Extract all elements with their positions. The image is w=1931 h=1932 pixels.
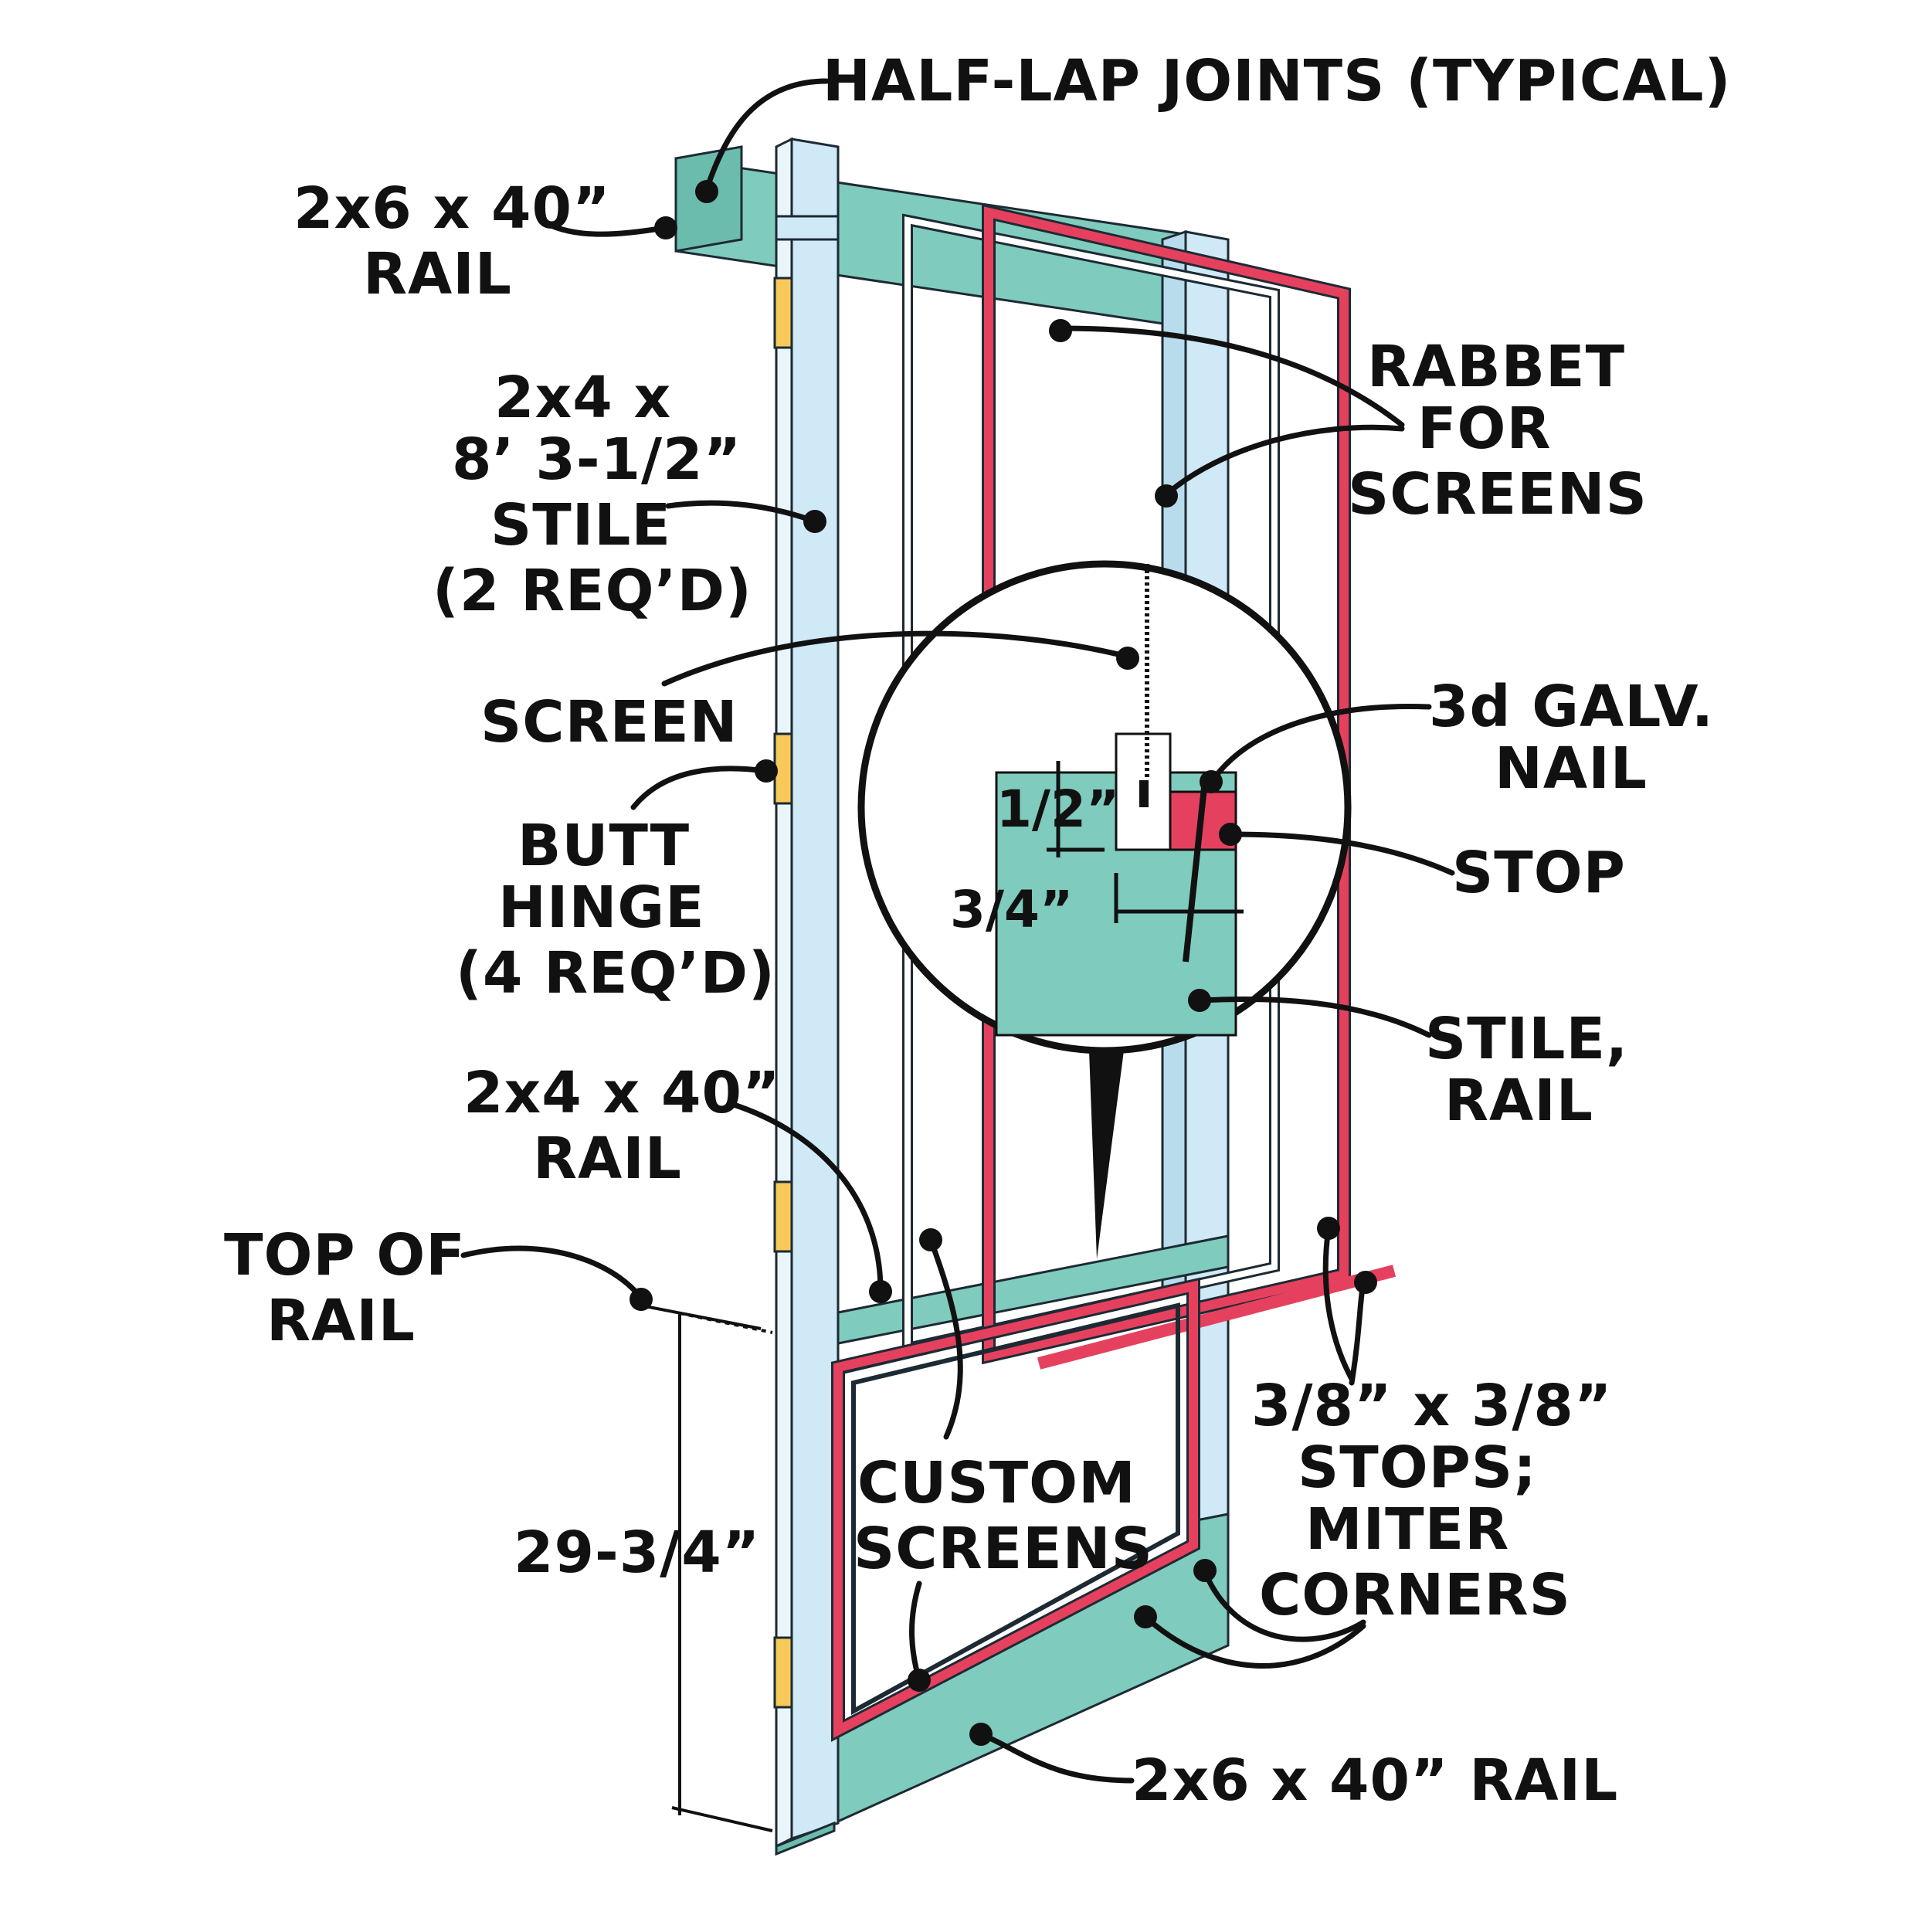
label-hinge-1: BUTT bbox=[518, 813, 690, 879]
leader-nail bbox=[1210, 703, 1432, 783]
detail-pointer bbox=[1089, 1051, 1124, 1259]
leader-bottom-rail bbox=[978, 1731, 1135, 1784]
leader-mid-rail bbox=[731, 1102, 884, 1293]
label-stile-3: STILE bbox=[490, 492, 671, 559]
base-edge bbox=[775, 1821, 836, 1856]
dot-stops-1 bbox=[1317, 1217, 1340, 1240]
detail-spline bbox=[1139, 780, 1149, 807]
label-stops-2: STOPS; bbox=[1298, 1435, 1537, 1501]
leader-custom-1 bbox=[928, 1237, 963, 1440]
label-custom-2: SCREENS bbox=[854, 1516, 1153, 1582]
leader-stops-2 bbox=[1349, 1279, 1366, 1386]
label-top-rail-2: RAIL bbox=[363, 241, 512, 307]
label-rabbet-2: FOR bbox=[1417, 396, 1551, 462]
lower-screen bbox=[831, 1277, 1200, 1742]
lower-stop-fill bbox=[833, 1280, 1198, 1738]
label-mid-rail-1: 2x4 x 40” bbox=[463, 1060, 781, 1126]
dot-stops-3 bbox=[1193, 1559, 1217, 1582]
leader-rabbet-2 bbox=[1163, 424, 1405, 497]
label-stops-4: CORNERS bbox=[1259, 1562, 1571, 1628]
lower-screen-frame bbox=[851, 1302, 1180, 1716]
leader-stop bbox=[1229, 831, 1455, 876]
label-stops-3: MITER bbox=[1305, 1496, 1509, 1563]
label-stile-2: 8’ 3-1/2” bbox=[452, 426, 742, 493]
sill-stop bbox=[1037, 1265, 1396, 1370]
leader-top-of-rail bbox=[460, 1245, 644, 1301]
dot-screen bbox=[1116, 647, 1139, 670]
dot-stops-2 bbox=[1354, 1271, 1377, 1294]
label-stile-rail-1: STILE, bbox=[1425, 1006, 1628, 1072]
label-nail-1: 3d GALV. bbox=[1429, 674, 1714, 740]
labels: HALF-LAP JOINTS (TYPICAL) 2x6 x 40” RAIL… bbox=[224, 48, 1731, 1814]
label-bottom-rail: 2x6 x 40” RAIL bbox=[1132, 1747, 1618, 1814]
label-stile-1: 2x4 x bbox=[494, 365, 671, 431]
label-custom-1: CUSTOM bbox=[857, 1450, 1136, 1516]
label-hinge-2: HINGE bbox=[498, 874, 705, 941]
label-stile-rail-2: RAIL bbox=[1444, 1068, 1593, 1134]
dot-half-lap bbox=[695, 180, 718, 203]
left-stile bbox=[790, 138, 840, 1841]
leaders bbox=[460, 78, 1455, 1784]
label-rabbet-3: SCREENS bbox=[1348, 461, 1648, 528]
detail-half-label: 1/2” bbox=[996, 779, 1119, 839]
dot-custom-1 bbox=[919, 1228, 942, 1251]
dot-rabbet-2 bbox=[1155, 484, 1178, 508]
dot-rabbet-1 bbox=[1049, 319, 1072, 342]
leader-stile bbox=[665, 500, 818, 525]
label-stops-1: 3/8” x 3/8” bbox=[1251, 1373, 1613, 1439]
leader-rabbet-1 bbox=[1059, 325, 1405, 428]
label-stop: STOP bbox=[1452, 840, 1626, 906]
dot-top-rail bbox=[654, 216, 677, 239]
dot-nail bbox=[1200, 770, 1223, 793]
half-lap-notch bbox=[775, 215, 840, 241]
height-dim-bottom bbox=[671, 1806, 773, 1832]
upper-screen-frame-inner bbox=[904, 216, 1278, 1352]
dot-top-of-rail bbox=[630, 1288, 653, 1311]
dot-bottom-rail bbox=[969, 1723, 993, 1746]
hinge-4 bbox=[773, 1636, 793, 1709]
hinge-1 bbox=[773, 277, 793, 349]
label-nail-2: NAIL bbox=[1495, 735, 1648, 802]
dot-stops-4 bbox=[1134, 1605, 1157, 1628]
leader-stile-rail bbox=[1198, 996, 1432, 1038]
leader-half-lap bbox=[704, 78, 830, 192]
detail-callout: 1/2” 3/4” bbox=[857, 560, 1352, 1259]
height-dimension bbox=[640, 1304, 773, 1832]
dot-mid-rail bbox=[869, 1280, 892, 1303]
dot-custom-2 bbox=[908, 1669, 931, 1692]
label-mid-rail-2: RAIL bbox=[533, 1126, 682, 1192]
leader-stops-4 bbox=[1144, 1615, 1366, 1669]
dot-stile-rail bbox=[1188, 989, 1211, 1012]
label-top-rail-1: 2x6 x 40” bbox=[294, 175, 611, 242]
label-top-of-rail-2: RAIL bbox=[266, 1288, 416, 1354]
dot-hinge bbox=[755, 759, 778, 783]
leader-top-rail bbox=[538, 217, 667, 237]
leader-hinge bbox=[630, 766, 768, 810]
detail-nail bbox=[1183, 779, 1208, 963]
leader-screen bbox=[661, 630, 1131, 687]
dot-stop bbox=[1219, 823, 1242, 846]
label-top-of-rail-1: TOP OF bbox=[224, 1222, 466, 1289]
label-hinge-3: (4 REQ’D) bbox=[456, 940, 775, 1007]
label-height-dim: 29-3/4” bbox=[514, 1519, 760, 1586]
detail-three-quarter-label: 3/4” bbox=[950, 880, 1073, 939]
dot-stile bbox=[803, 510, 826, 533]
label-rabbet-1: RABBET bbox=[1367, 334, 1625, 400]
left-stile-side bbox=[775, 137, 793, 1849]
label-stile-4: (2 REQ’D) bbox=[433, 558, 752, 624]
leader-stops-1 bbox=[1322, 1225, 1355, 1382]
top-of-rail-ref bbox=[679, 1312, 773, 1334]
label-half-lap: HALF-LAP JOINTS (TYPICAL) bbox=[823, 48, 1731, 114]
label-screen: SCREEN bbox=[480, 689, 738, 755]
hinge-3 bbox=[773, 1180, 793, 1253]
leader-stops-3 bbox=[1202, 1569, 1366, 1642]
